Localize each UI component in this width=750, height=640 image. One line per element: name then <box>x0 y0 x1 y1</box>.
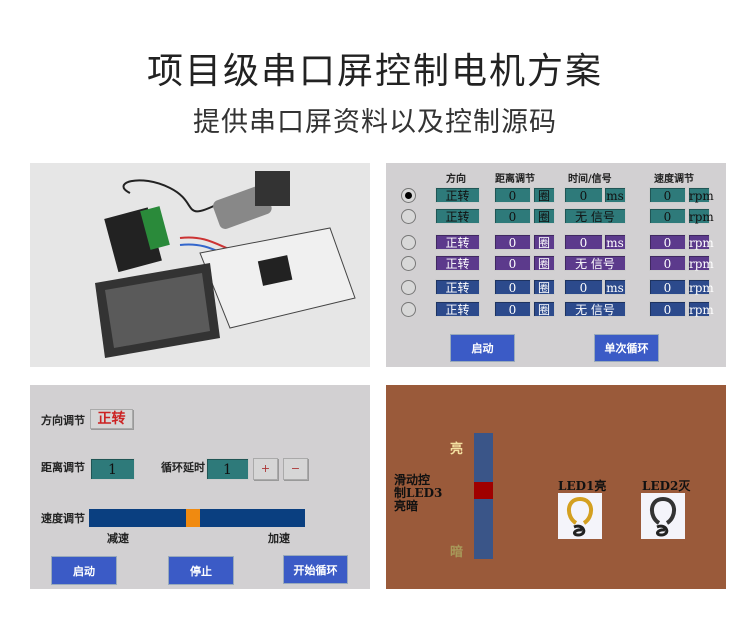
speed-label: 速度调节 <box>41 512 85 525</box>
time-input[interactable]: 0 <box>564 234 603 250</box>
led3-desc-line: 亮暗 <box>394 499 419 513</box>
speed-unit: rpm <box>688 208 714 224</box>
led-panel: 滑动控 制LED3 亮暗 亮 暗 LED1亮 LED2灭 <box>386 385 726 589</box>
start-cycle-button[interactable]: 开始循环 <box>283 555 348 584</box>
direction-cell[interactable]: 正转 <box>435 301 480 317</box>
signal-cell[interactable]: 无 信号 <box>564 301 626 317</box>
direction-cell[interactable]: 正转 <box>435 208 480 224</box>
direction-cell[interactable]: 正转 <box>435 187 480 203</box>
direction-cell[interactable]: 正转 <box>435 279 480 295</box>
distance-unit: 圈 <box>533 255 555 271</box>
signal-cell[interactable]: 无 信号 <box>564 255 626 271</box>
delay-input[interactable]: 1 <box>206 458 249 480</box>
distance-input[interactable]: 0 <box>494 187 531 203</box>
distance-label: 距离调节 <box>41 461 85 474</box>
row-radio[interactable] <box>401 188 416 203</box>
time-unit: ms <box>604 187 626 203</box>
speed-unit: rpm <box>688 234 714 250</box>
signal-cell[interactable]: 无 信号 <box>564 208 626 224</box>
led3-slider[interactable] <box>474 433 493 559</box>
motor-control-panel: 方向调节 正转 距离调节 1 循环延时 1 + − 速度调节 减速 加速 启动 … <box>30 385 370 589</box>
time-input[interactable]: 0 <box>564 279 603 295</box>
time-unit: ms <box>604 234 626 250</box>
single-cycle-button[interactable]: 单次循环 <box>594 334 659 362</box>
slow-label: 减速 <box>107 532 129 545</box>
dark-label: 暗 <box>450 545 464 560</box>
led3-desc-line: 制LED3 <box>394 486 443 500</box>
speed-unit: rpm <box>688 301 714 317</box>
speed-unit: rpm <box>688 279 714 295</box>
distance-unit: 圈 <box>533 187 555 203</box>
header-speed: 速度调节 <box>654 174 694 185</box>
time-unit: ms <box>604 279 626 295</box>
direction-cell[interactable]: 正转 <box>435 234 480 250</box>
led2-label: LED2灭 <box>642 479 691 493</box>
speed-slider-handle[interactable] <box>185 509 200 527</box>
distance-unit: 圈 <box>533 208 555 224</box>
distance-input[interactable]: 0 <box>494 279 531 295</box>
row-radio[interactable] <box>401 302 416 317</box>
led2-bulb-icon <box>641 493 685 539</box>
distance-input[interactable]: 0 <box>494 301 531 317</box>
header-distance: 距离调节 <box>495 174 535 185</box>
distance-input[interactable]: 0 <box>494 234 531 250</box>
row-radio[interactable] <box>401 209 416 224</box>
led1-bulb-icon <box>558 493 602 539</box>
increment-button[interactable]: + <box>253 458 278 480</box>
distance-input[interactable]: 0 <box>494 255 531 271</box>
page-subtitle: 提供串口屏资料以及控制源码 <box>193 107 557 138</box>
speed-slider[interactable] <box>89 509 305 527</box>
bright-label: 亮 <box>450 442 464 457</box>
distance-input[interactable]: 0 <box>494 208 531 224</box>
start-button[interactable]: 启动 <box>450 334 515 362</box>
time-input[interactable]: 0 <box>564 187 603 203</box>
decrement-button[interactable]: − <box>283 458 308 480</box>
speed-input[interactable]: 0 <box>649 208 686 224</box>
speed-input[interactable]: 0 <box>649 255 686 271</box>
row-radio[interactable] <box>401 256 416 271</box>
distance-input[interactable]: 1 <box>90 458 135 480</box>
led1-label: LED1亮 <box>558 479 607 493</box>
speed-input[interactable]: 0 <box>649 234 686 250</box>
distance-unit: 圈 <box>533 234 555 250</box>
direction-toggle[interactable]: 正转 <box>90 409 133 429</box>
speed-input[interactable]: 0 <box>649 187 686 203</box>
row-radio[interactable] <box>401 280 416 295</box>
stop-button[interactable]: 停止 <box>168 556 234 585</box>
speed-unit: rpm <box>688 187 714 203</box>
led3-desc-line: 滑动控 <box>394 473 431 487</box>
hardware-photo <box>30 163 370 367</box>
speed-input[interactable]: 0 <box>649 301 686 317</box>
row-radio[interactable] <box>401 235 416 250</box>
speed-unit: rpm <box>688 255 714 271</box>
direction-cell[interactable]: 正转 <box>435 255 480 271</box>
page-title: 项目级串口屏控制电机方案 <box>146 51 603 92</box>
led3-slider-handle[interactable] <box>474 482 493 500</box>
distance-unit: 圈 <box>533 301 555 317</box>
header-direction: 方向 <box>446 174 466 185</box>
hardware-illustration <box>95 171 356 358</box>
speed-input[interactable]: 0 <box>649 279 686 295</box>
distance-unit: 圈 <box>533 279 555 295</box>
start-button[interactable]: 启动 <box>51 556 117 585</box>
direction-label: 方向调节 <box>41 414 85 427</box>
delay-label: 循环延时 <box>161 461 205 474</box>
fast-label: 加速 <box>268 532 290 545</box>
header-time-signal: 时间/信号 <box>568 174 612 185</box>
